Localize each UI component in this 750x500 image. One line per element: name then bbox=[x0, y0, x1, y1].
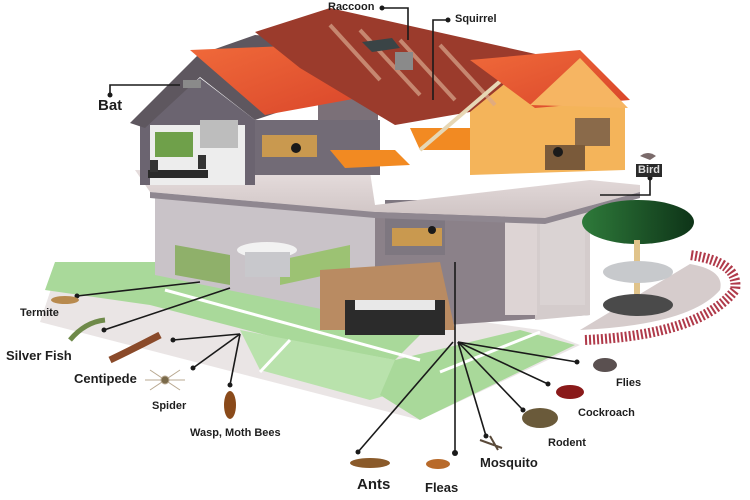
cockroach-icon bbox=[556, 385, 584, 399]
roof bbox=[130, 8, 656, 160]
flea-icon bbox=[426, 459, 450, 469]
silverfish-icon bbox=[68, 317, 106, 342]
label-centipede: Centipede bbox=[74, 371, 137, 386]
squirrel-icon bbox=[395, 52, 413, 70]
mosquito-icon bbox=[479, 435, 503, 451]
label-silver-fish: Silver Fish bbox=[6, 348, 72, 363]
raccoon-icon bbox=[362, 38, 400, 52]
label-wasp-moth-bees: Wasp, Moth Bees bbox=[190, 427, 281, 439]
label-rodent: Rodent bbox=[548, 437, 586, 449]
tree bbox=[582, 200, 694, 316]
label-bat: Bat bbox=[98, 97, 123, 114]
leader-dots bbox=[74, 5, 653, 456]
label-raccoon: Raccoon bbox=[328, 1, 375, 13]
label-termite: Termite bbox=[20, 307, 59, 319]
ground-floor bbox=[155, 195, 590, 335]
lawn bbox=[40, 262, 580, 420]
spider-icon bbox=[145, 369, 185, 391]
bird-icon bbox=[640, 153, 656, 160]
label-bird: Bird bbox=[636, 164, 662, 177]
label-flies: Flies bbox=[616, 377, 642, 389]
floor-slab bbox=[135, 170, 640, 218]
label-squirrel: Squirrel bbox=[455, 13, 497, 25]
label-cockroach: Cockroach bbox=[578, 407, 635, 419]
bat-icon bbox=[183, 80, 201, 88]
label-spider: Spider bbox=[152, 400, 187, 412]
label-ants: Ants bbox=[357, 476, 391, 493]
wasp-icon bbox=[224, 391, 236, 419]
label-mosquito: Mosquito bbox=[480, 455, 538, 470]
leader-lines bbox=[76, 7, 651, 453]
centipede-icon bbox=[108, 331, 162, 364]
rodent-icon bbox=[522, 408, 558, 428]
termite-icon bbox=[51, 296, 79, 304]
ant-icon bbox=[350, 458, 390, 468]
label-fleas: Fleas bbox=[425, 480, 459, 495]
pest-icons bbox=[51, 296, 617, 469]
fly-icon bbox=[593, 358, 617, 372]
